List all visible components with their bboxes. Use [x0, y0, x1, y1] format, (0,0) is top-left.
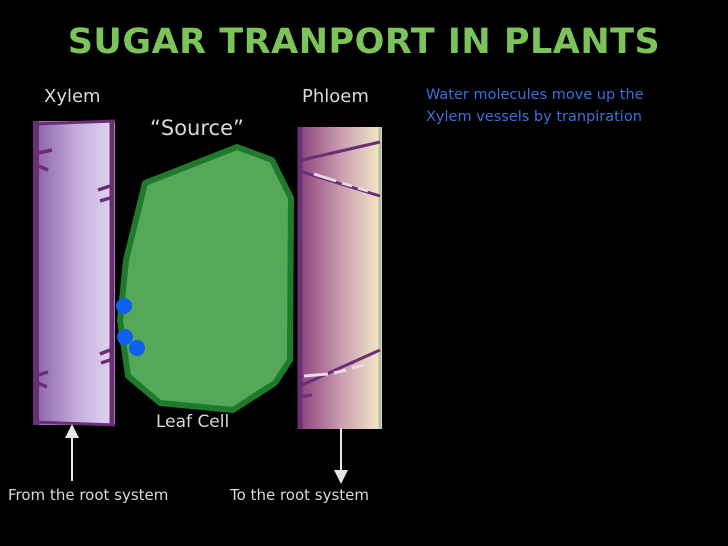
water-molecule	[129, 340, 145, 356]
upward-arrow-from-root	[65, 424, 79, 481]
water-molecule	[117, 329, 133, 345]
xylem-vessel	[32, 119, 116, 427]
water-transpiration-note: Water molecules move up the Xylem vessel…	[426, 84, 726, 128]
leaf-cell-label: Leaf Cell	[156, 412, 230, 432]
note-line-2: Xylem vessels by tranpiration	[426, 109, 642, 125]
downward-arrow-to-root	[334, 428, 348, 484]
phloem-label: Phloem	[302, 86, 369, 107]
leaf-cell	[117, 144, 294, 413]
note-line-1: Water molecules move up the	[426, 87, 644, 103]
from-root-caption: From the root system	[8, 486, 169, 504]
xylem-label: Xylem	[44, 86, 101, 107]
slide-title: SUGAR TRANPORT IN PLANTS	[67, 22, 661, 62]
to-root-caption: To the root system	[230, 486, 370, 504]
source-label: “Source”	[150, 116, 244, 140]
water-molecule	[116, 298, 132, 314]
phloem-sieve-tube	[297, 127, 382, 429]
